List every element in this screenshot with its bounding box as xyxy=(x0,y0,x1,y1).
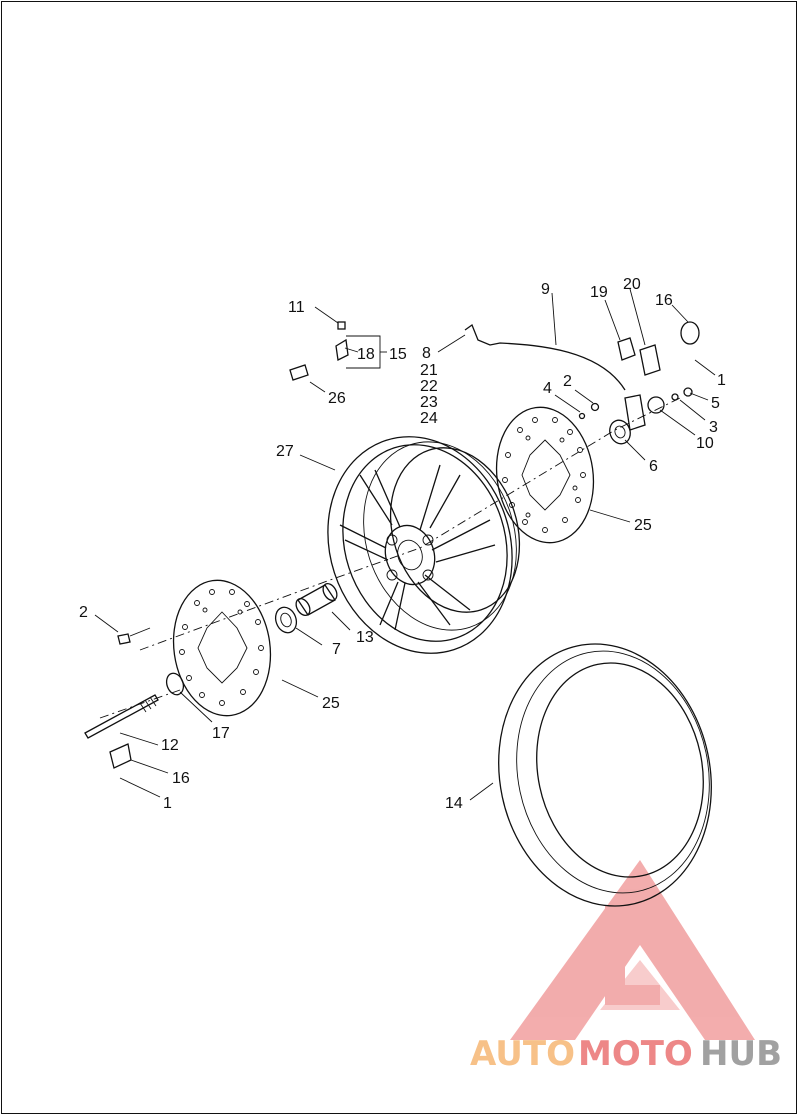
small-parts xyxy=(109,321,700,769)
callout-15: 15 xyxy=(389,346,407,363)
callout-26: 26 xyxy=(328,390,346,407)
watermark-text: AUTO MOTO HUB xyxy=(470,1034,782,1074)
brake-disc-right xyxy=(495,406,595,544)
bearing-right-inner xyxy=(614,425,626,439)
bearing-right xyxy=(609,419,631,445)
callout-21: 21 xyxy=(420,362,438,379)
callout-12: 12 xyxy=(161,737,179,754)
callout-22: 22 xyxy=(420,378,438,395)
watermark-auto: AUTO xyxy=(470,1034,575,1074)
callout-10: 10 xyxy=(696,435,714,452)
wheel-rim xyxy=(327,436,521,654)
bracket-18-15 xyxy=(346,335,381,369)
leader-lines xyxy=(94,288,716,801)
axle-centerline-upper xyxy=(139,397,681,651)
callout-2-top: 2 xyxy=(563,373,572,390)
watermark-hub: HUB xyxy=(700,1034,782,1074)
callout-11: 11 xyxy=(288,299,305,316)
callout-8: 8 xyxy=(422,345,431,362)
callout-6: 6 xyxy=(649,458,658,475)
callout-27: 27 xyxy=(276,443,294,460)
callout-9: 9 xyxy=(541,281,550,298)
callout-16-top: 16 xyxy=(655,292,673,309)
callout-5: 5 xyxy=(711,395,720,412)
callout-25-left: 25 xyxy=(322,695,340,712)
callout-23: 23 xyxy=(420,394,438,411)
callout-17: 17 xyxy=(212,725,230,742)
callout-3: 3 xyxy=(709,419,718,436)
callout-25-right: 25 xyxy=(634,517,652,534)
callout-1-top: 1 xyxy=(717,372,726,389)
bearing-left-inner xyxy=(280,612,292,628)
callout-2-left: 2 xyxy=(79,604,88,621)
callout-14: 14 xyxy=(445,795,463,812)
callout-labels: 11 18 15 8 21 22 23 24 26 9 19 20 16 1 5… xyxy=(79,276,726,812)
axle xyxy=(84,694,159,739)
bearing-left xyxy=(274,606,298,634)
callout-18: 18 xyxy=(357,346,375,363)
tire xyxy=(498,643,712,907)
callout-16-bottom: 16 xyxy=(172,770,190,787)
spacer xyxy=(295,582,338,617)
callout-20: 20 xyxy=(623,276,641,293)
axle-centerline-lower xyxy=(99,689,181,719)
watermark-logo xyxy=(510,860,755,1040)
spacer-17 xyxy=(165,672,185,696)
callout-7: 7 xyxy=(332,641,341,658)
callout-13: 13 xyxy=(356,629,374,646)
watermark-moto: MOTO xyxy=(578,1034,693,1074)
callout-19: 19 xyxy=(590,284,608,301)
callout-1-bottom: 1 xyxy=(163,795,172,812)
brake-disc-left xyxy=(172,579,272,717)
callout-24: 24 xyxy=(420,410,438,427)
callout-4: 4 xyxy=(543,380,552,397)
